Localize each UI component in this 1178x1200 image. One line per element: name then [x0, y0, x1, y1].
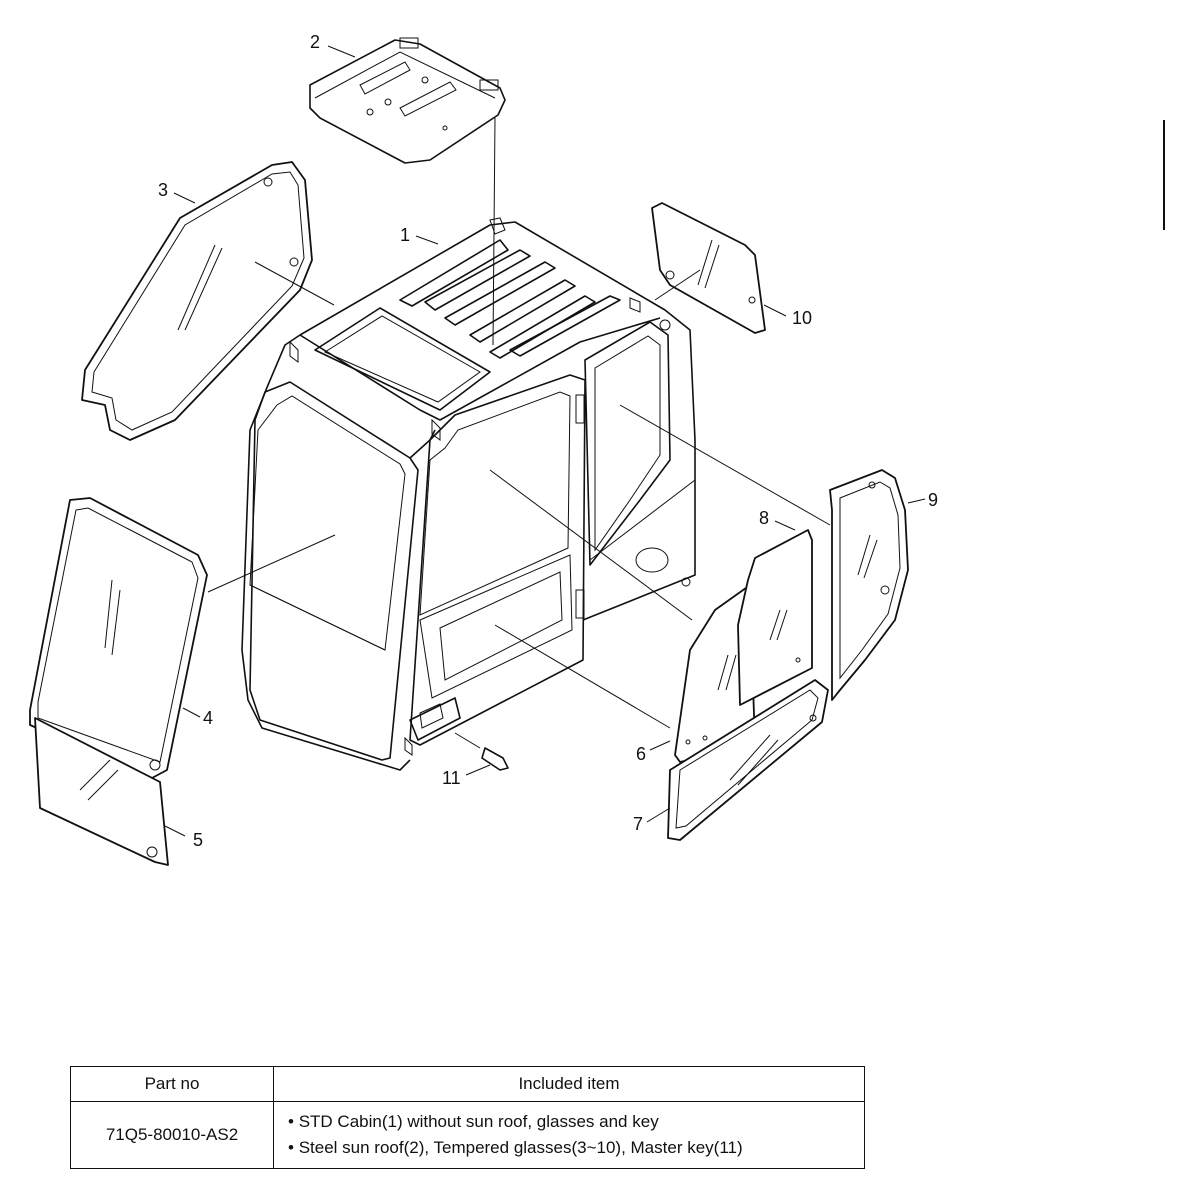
- callout-2: 2: [310, 32, 320, 52]
- page-edge-bar: [1163, 120, 1165, 230]
- cabin-body: [241, 217, 696, 771]
- header-part-no: Part no: [70, 1066, 274, 1102]
- glass-5: [34, 717, 169, 866]
- included-item-1: STD Cabin(1) without sun roof, glasses a…: [288, 1109, 864, 1135]
- callout-1: 1: [400, 225, 410, 245]
- glass-8: [737, 529, 813, 706]
- sun-roof-panel: [309, 37, 506, 164]
- callout-6: 6: [636, 744, 646, 764]
- included-item-2: Steel sun roof(2), Tempered glasses(3~10…: [288, 1135, 864, 1161]
- table-row: 71Q5-80010-AS2 STD Cabin(1) without sun …: [70, 1101, 865, 1169]
- callout-5: 5: [193, 830, 203, 850]
- callout-9: 9: [928, 490, 938, 510]
- included-items: STD Cabin(1) without sun roof, glasses a…: [273, 1101, 865, 1169]
- glass-3: [81, 161, 313, 441]
- glass-7: [667, 679, 829, 841]
- callout-11: 11: [442, 768, 461, 788]
- leader-lines: [164, 45, 926, 837]
- glass-10: [651, 202, 766, 334]
- callout-3: 3: [158, 180, 168, 200]
- callout-8: 8: [759, 508, 769, 528]
- callout-7: 7: [633, 814, 643, 834]
- callout-10: 10: [792, 308, 812, 328]
- header-included-item: Included item: [273, 1066, 865, 1102]
- table-header-row: Part no Included item: [70, 1066, 865, 1102]
- part-number: 71Q5-80010-AS2: [70, 1101, 274, 1169]
- callout-labels: 1 2 3 4 5 6 7 8 9 10 11: [158, 32, 938, 850]
- callout-4: 4: [203, 708, 213, 728]
- cabin-exploded-diagram: 1 2 3 4 5 6 7 8 9 10 11: [29, 32, 938, 866]
- master-key: [454, 732, 509, 771]
- parts-table: Part no Included item 71Q5-80010-AS2 STD…: [70, 1066, 865, 1169]
- glass-9: [829, 469, 909, 701]
